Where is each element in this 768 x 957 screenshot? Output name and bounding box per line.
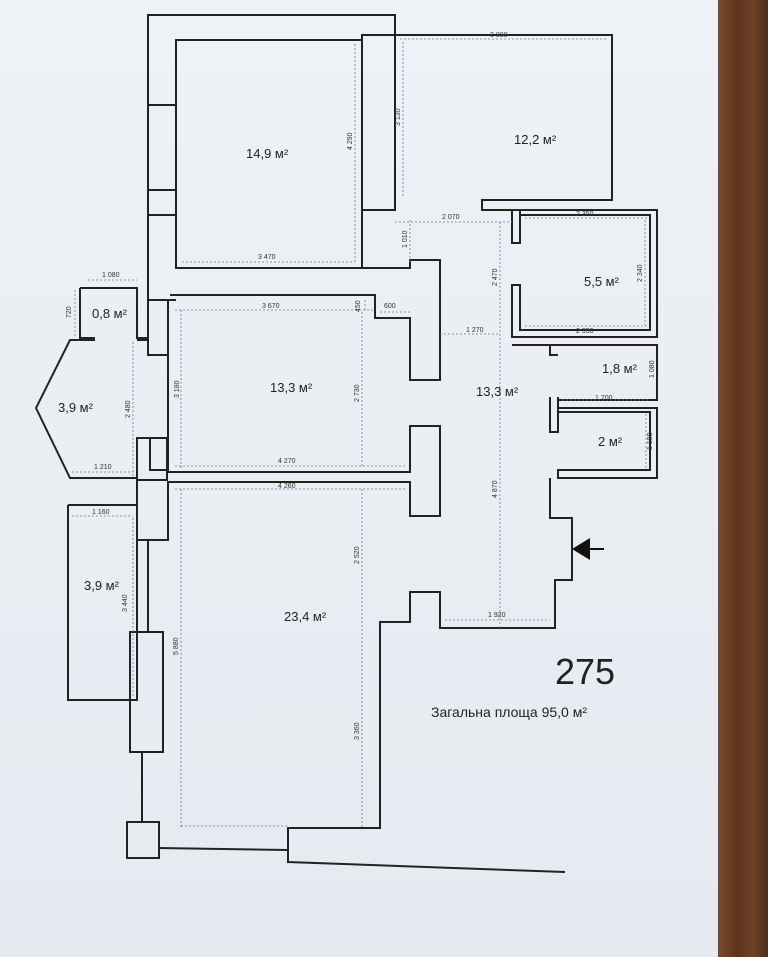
dimension-label: 3 180 [174, 380, 181, 398]
dimension-label: 720 [66, 306, 73, 318]
dimension-label: 3 470 [258, 254, 276, 261]
dimension-label: 5 880 [173, 637, 180, 655]
dimension-label: 1 920 [488, 612, 506, 619]
entrance-arrow-icon [572, 538, 604, 560]
dimension-label: 1 010 [402, 230, 409, 248]
dimension-label: 4 290 [347, 132, 354, 150]
dimension-label: 1 080 [649, 360, 656, 378]
dimension-label: 2 470 [492, 268, 499, 286]
dimension-label: 2 070 [442, 214, 460, 221]
dimension-label: 2 350 [576, 211, 594, 218]
dimension-labels: 3 890 3 130 4 290 2 070 2 350 1 010 2 47… [66, 32, 656, 740]
dimension-label: 2 340 [637, 264, 644, 282]
dimension-label: 2 730 [354, 384, 361, 402]
dimension-label: 1 270 [466, 327, 484, 334]
room-area-label: 13,3 м² [270, 380, 313, 395]
dimension-lines [72, 38, 650, 828]
room-area-label: 13,3 м² [476, 384, 519, 399]
dimension-label: 3 360 [354, 722, 361, 740]
room-labels: 14,9 м² 12,2 м² 5,5 м² 0,8 м² 13,3 м² 13… [58, 132, 638, 624]
dimension-label: 1 080 [102, 272, 120, 279]
walls [34, 14, 658, 873]
dimension-label: 1 700 [595, 395, 613, 402]
dimension-label: 1 160 [92, 509, 110, 516]
dimension-label: 2 480 [125, 400, 132, 418]
dimension-label: 4 270 [278, 458, 296, 465]
dimension-label: 4 870 [492, 480, 499, 498]
wooden-table-edge [718, 0, 768, 957]
dimension-label: 3 130 [395, 108, 402, 126]
dimension-label: 3 890 [490, 32, 508, 39]
room-area-label: 5,5 м² [584, 274, 620, 289]
dimension-label: 450 [355, 300, 362, 312]
room-area-label: 0,8 м² [92, 306, 128, 321]
dimension-label: 600 [384, 303, 396, 310]
room-area-label: 14,9 м² [246, 146, 289, 161]
room-area-label: 23,4 м² [284, 609, 327, 624]
dimension-label: 2 350 [576, 328, 594, 335]
total-area-label: Загальна площа 95,0 м² [431, 704, 587, 720]
dimension-label: 1 210 [94, 464, 112, 471]
room-area-label: 12,2 м² [514, 132, 557, 147]
room-area-label: 3,9 м² [58, 400, 94, 415]
room-area-label: 3,9 м² [84, 578, 120, 593]
dimension-label: 4 260 [278, 483, 296, 490]
dimension-label: 2 520 [354, 546, 361, 564]
room-area-label: 2 м² [598, 434, 623, 449]
dimension-label: 3 440 [122, 594, 129, 612]
apartment-number: 275 [555, 651, 615, 692]
dimension-label: 1 180 [647, 432, 654, 450]
dimension-label: 3 670 [262, 303, 280, 310]
room-area-label: 1,8 м² [602, 361, 638, 376]
